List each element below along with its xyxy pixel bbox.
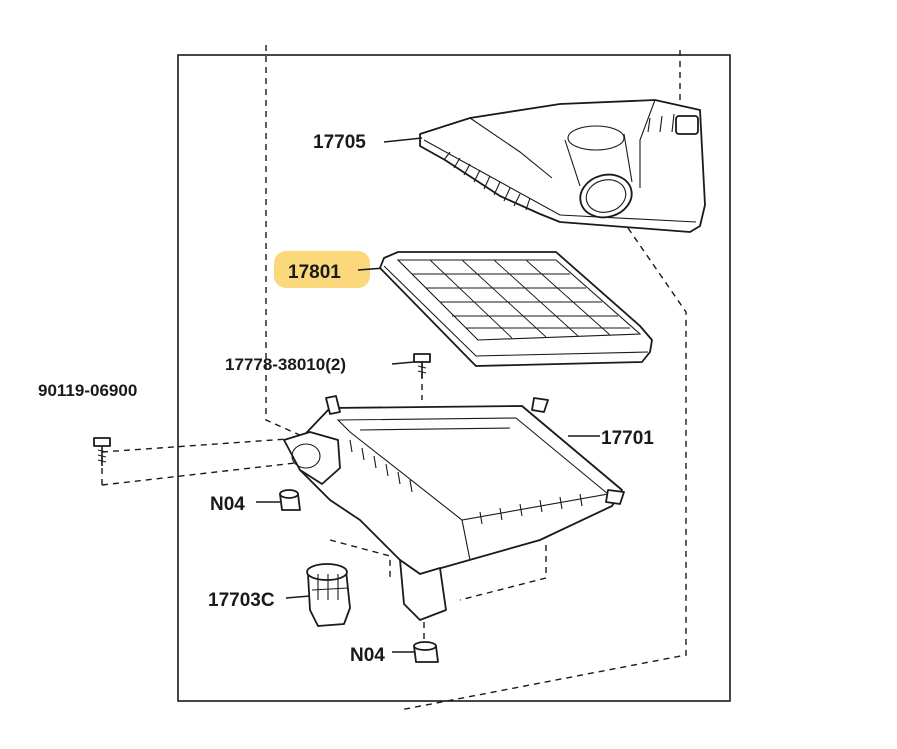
bolt-90119[interactable] bbox=[93, 437, 111, 466]
highlight-17801 bbox=[274, 251, 370, 288]
leader-17705 bbox=[383, 137, 423, 143]
clamp-bolt[interactable] bbox=[413, 353, 431, 378]
air-cleaner-upper-case[interactable] bbox=[419, 99, 706, 233]
label-17778-38010[interactable]: 17778-38010(2) bbox=[225, 355, 346, 374]
air-filter-element[interactable] bbox=[379, 251, 653, 367]
grommet-bottom[interactable] bbox=[413, 641, 439, 663]
label-90119-06900[interactable]: 90119-06900 bbox=[38, 381, 137, 400]
label-n04-left[interactable]: N04 bbox=[210, 494, 245, 515]
grommet-left[interactable] bbox=[279, 489, 301, 511]
leader-17778 bbox=[391, 361, 415, 365]
label-n04-bottom[interactable]: N04 bbox=[350, 645, 385, 666]
label-17701[interactable]: 17701 bbox=[601, 428, 654, 449]
upper-case-ribs bbox=[443, 113, 675, 211]
label-17703c[interactable]: 17703C bbox=[208, 590, 275, 611]
diagram-frame bbox=[177, 54, 731, 702]
inlet-cap[interactable] bbox=[306, 563, 351, 627]
label-17705[interactable]: 17705 bbox=[313, 132, 366, 153]
air-cleaner-lower-case[interactable] bbox=[283, 395, 625, 621]
label-17801[interactable]: 17801 bbox=[288, 262, 341, 283]
lower-case-ribs bbox=[349, 439, 583, 525]
filter-pleat-grid bbox=[412, 259, 630, 339]
leader-17703c bbox=[285, 595, 311, 599]
